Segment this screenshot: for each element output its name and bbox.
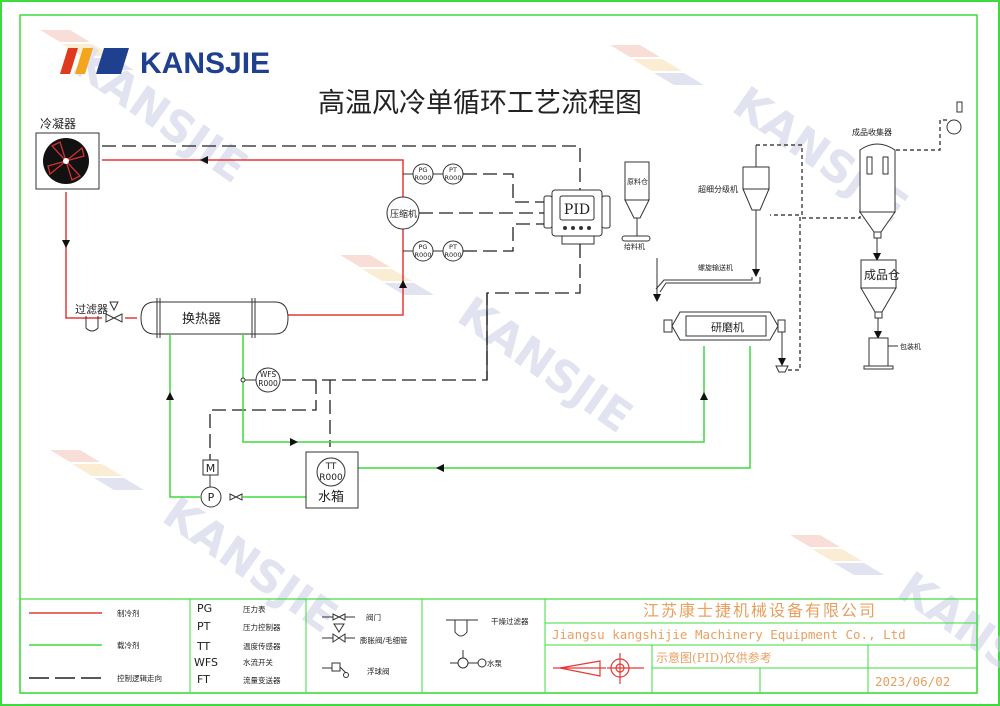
svg-text:R000: R000 [258, 379, 278, 388]
title-block: 江苏康士捷机械设备有限公司 Jiangsu kangshijie Machine… [545, 601, 977, 693]
water-tank: TT R000 水箱 [305, 451, 359, 509]
raw-material-bin: 原料仓 给料机 [621, 161, 651, 251]
product-collector: 成品收集器 [852, 101, 963, 261]
condenser: 冷凝器 [35, 116, 100, 190]
brand-name: KANSJIE [140, 47, 270, 80]
pid-label: PID [564, 202, 590, 218]
disclaimer-note: 示意图(PID)仅供参考 [656, 650, 772, 665]
svg-text:干燥过滤器: 干燥过滤器 [491, 616, 529, 626]
svg-text:FT: FT [197, 673, 210, 686]
svg-text:R000: R000 [445, 174, 462, 182]
diagram-title: 高温风冷单循环工艺流程图 [318, 88, 642, 119]
instrument-pg-bottom: PG R000 [412, 240, 434, 262]
water-pump: P [200, 486, 222, 508]
pid-controller: PID [543, 189, 611, 245]
svg-text:PG: PG [419, 243, 428, 251]
svg-text:原料仓: 原料仓 [627, 177, 648, 186]
motor: M [202, 459, 219, 487]
svg-text:PT: PT [197, 620, 211, 633]
svg-text:PT: PT [449, 166, 457, 174]
svg-text:阀门: 阀门 [366, 613, 381, 622]
ultrafine-classifier: 超细分级机 [698, 145, 770, 277]
svg-text:膨胀阀/毛细管: 膨胀阀/毛细管 [360, 635, 408, 645]
coolant-flow-arrows [166, 392, 708, 472]
svg-text:R000: R000 [445, 251, 462, 259]
svg-text:成品收集器: 成品收集器 [852, 127, 892, 137]
condenser-label: 冷凝器 [40, 116, 76, 131]
svg-text:温度传感器: 温度传感器 [243, 641, 281, 651]
coolant-loop [169, 334, 751, 498]
screw-conveyor: 螺旋输送机 [653, 258, 761, 302]
svg-text:控制逻辑走向: 控制逻辑走向 [117, 673, 162, 683]
brand-logo: KANSJIE [60, 47, 270, 80]
svg-text:WFS: WFS [260, 370, 277, 379]
instrument-pg-top: PG R000 [412, 163, 434, 185]
svg-text:PT: PT [449, 243, 457, 251]
svg-text:超细分级机: 超细分级机 [698, 184, 738, 194]
svg-text:PG: PG [419, 166, 428, 174]
projection-symbol-icon [553, 653, 644, 684]
svg-text:压力控制器: 压力控制器 [243, 622, 281, 632]
svg-text:压力表: 压力表 [243, 604, 266, 614]
logo-stripe-orange [75, 48, 93, 74]
svg-text:水泵: 水泵 [487, 658, 502, 668]
instrument-wfs: WFS R000 [240, 367, 281, 393]
instrument-pt-bottom: PT R000 [442, 240, 464, 262]
svg-text:包装机: 包装机 [900, 342, 921, 351]
svg-text:R000: R000 [415, 174, 432, 182]
product-bin: 成品仓 [860, 259, 900, 339]
svg-text:P: P [208, 491, 215, 504]
drawing-date: 2023/06/02 [875, 674, 950, 689]
svg-text:浮球阀: 浮球阀 [367, 666, 390, 676]
refrigerant-flow-arrows [62, 156, 407, 288]
svg-text:TT: TT [196, 640, 211, 653]
filter: 过滤器 [75, 303, 108, 332]
svg-text:水流开关: 水流开关 [243, 657, 273, 667]
svg-text:TT: TT [325, 462, 337, 472]
svg-text:螺旋输送机: 螺旋输送机 [698, 263, 733, 272]
grinder-label: 研磨机 [711, 320, 744, 334]
expansion-valve-icon [105, 301, 123, 323]
logo-stripe-blue [96, 48, 129, 74]
svg-text:PG: PG [197, 602, 212, 615]
packing-machine: 包装机 [863, 337, 921, 370]
watermark-text: KANSJIE [449, 287, 642, 443]
instrument-pt-top: PT R000 [442, 163, 464, 185]
svg-text:流量变送器: 流量变送器 [243, 675, 281, 685]
feeder-label: 给料机 [624, 242, 645, 251]
company-name-cn: 江苏康士捷机械设备有限公司 [643, 601, 877, 620]
compressor: 压缩机 [386, 196, 420, 230]
svg-text:R000: R000 [415, 251, 432, 259]
air-lines [756, 119, 948, 371]
heat-exchanger-label: 换热器 [182, 312, 221, 327]
svg-text:M: M [206, 462, 216, 475]
water-pump-icon [457, 657, 469, 669]
refrigerant-loop [65, 159, 404, 319]
legend: 制冷剂 载冷剂 控制逻辑走向 PG PT TT WFS FT 压力表 压力控制器… [19, 598, 978, 694]
svg-text:制冷剂: 制冷剂 [117, 608, 140, 618]
svg-text:WFS: WFS [194, 656, 218, 669]
heat-exchanger: 换热器 [140, 298, 289, 338]
svg-text:载冷剂: 载冷剂 [117, 640, 140, 650]
compressor-label: 压缩机 [390, 208, 417, 220]
fan-icon [946, 119, 962, 135]
svg-text:R000: R000 [319, 473, 343, 483]
grinder: 研磨机 [663, 311, 789, 373]
company-name-en: Jiangsu kangshijie Machinery Equipment C… [552, 627, 906, 642]
logo-stripe-red [60, 48, 78, 74]
water-tank-label: 水箱 [318, 489, 344, 505]
svg-text:成品仓: 成品仓 [864, 268, 900, 282]
gauge-lines [403, 173, 443, 252]
valve-icon [229, 493, 243, 501]
watermark-text: KANSJIE [154, 487, 347, 643]
filter-label: 过滤器 [75, 303, 108, 316]
